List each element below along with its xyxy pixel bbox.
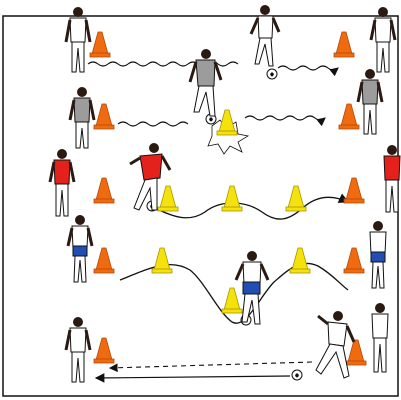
traffic-cone-icon <box>94 338 114 363</box>
traffic-cone-icon <box>94 104 114 129</box>
player-icon <box>372 303 388 372</box>
traffic-cone-icon <box>94 248 114 273</box>
traffic-cone-icon <box>346 340 366 365</box>
traffic-cone-icon <box>339 104 359 129</box>
traffic-cone-icon <box>152 248 172 273</box>
traffic-cone-icon <box>158 186 178 211</box>
player-icon <box>70 87 94 148</box>
soccer-ball-icon <box>267 69 277 79</box>
run-path <box>96 376 290 378</box>
soccer-ball-icon <box>292 370 302 380</box>
traffic-cone-icon <box>334 32 354 57</box>
traffic-cone-icon <box>222 288 242 313</box>
player-icon <box>370 221 386 288</box>
player-icon <box>251 5 279 66</box>
lane-3 <box>50 143 400 219</box>
traffic-cone-icon <box>222 186 242 211</box>
traffic-cone-icon <box>344 248 364 273</box>
pass-path <box>110 362 312 368</box>
player-icon <box>358 69 382 134</box>
player-icon <box>190 49 221 116</box>
lane-4 <box>68 215 386 325</box>
player-icon <box>316 311 354 378</box>
weave-path <box>155 197 348 219</box>
dribble-path <box>245 116 325 120</box>
player-icon <box>68 215 92 282</box>
traffic-cone-icon <box>90 32 110 57</box>
traffic-cone-icon <box>94 178 114 203</box>
dribble-path <box>118 122 188 126</box>
player-icon <box>50 149 74 216</box>
traffic-cone-icon <box>290 248 310 273</box>
traffic-cone-icon <box>344 178 364 203</box>
player-icon <box>66 317 90 382</box>
traffic-cone-icon <box>286 186 306 211</box>
dribble-path <box>278 66 338 70</box>
lane-5 <box>66 303 388 382</box>
